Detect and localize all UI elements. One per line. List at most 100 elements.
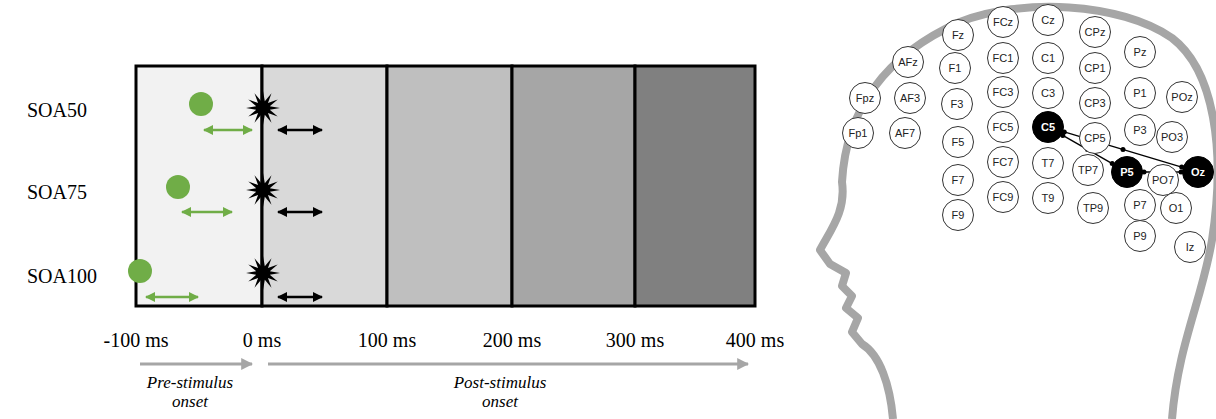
electrode-circle: TP7 (1072, 154, 1104, 186)
electrode-label: CP1 (1084, 62, 1105, 74)
electrode-circle: P5 (1111, 156, 1143, 188)
electrode-circle: Oz (1182, 156, 1214, 188)
band-100-200 (387, 66, 512, 306)
phase-label: Pre-stimulus onset (135, 374, 245, 411)
electrode-circle: FC9 (987, 181, 1019, 213)
axis-tick-label: 0 ms (243, 329, 281, 351)
electrode-label: AF3 (900, 92, 920, 104)
electrode-label: Oz (1191, 166, 1205, 178)
electrode-circle: C3 (1032, 77, 1064, 109)
cue-circle (166, 175, 190, 199)
target-arrow (278, 129, 322, 132)
electrode-circle: Fpz (849, 82, 881, 114)
electrode-circle: F1 (939, 52, 971, 84)
band-0-100 (262, 66, 387, 306)
electrode-label: F9 (952, 209, 965, 221)
electrode-label: CP5 (1084, 132, 1105, 144)
electrode-label: F3 (951, 98, 964, 110)
electrode-label: FC3 (993, 86, 1014, 98)
stimulus-starburst (246, 256, 280, 290)
electrode-circle: FCz (987, 6, 1019, 38)
phase-label: Post-stimulus onset (435, 374, 565, 411)
electrode-circle: Fz (942, 19, 974, 51)
connection-dot (1121, 147, 1126, 152)
electrode-circle: F7 (942, 164, 974, 196)
electrode-label: P9 (1133, 230, 1146, 242)
axis-tick-label: 300 ms (606, 329, 664, 351)
stimulus-starburst (246, 173, 280, 207)
electrode-label: T9 (1042, 192, 1055, 204)
electrode-circle: O1 (1160, 192, 1192, 224)
electrode-circle: Fp1 (842, 117, 874, 149)
electrode-circle: FC3 (987, 76, 1019, 108)
electrode-circle: CP5 (1079, 122, 1111, 154)
electrode-label: Fpz (856, 92, 874, 104)
condition-label: SOA50 (27, 99, 87, 121)
electrode-circle: T7 (1032, 147, 1064, 179)
electrode-circle: PO3 (1156, 121, 1188, 153)
electrode-circle: CPz (1079, 16, 1111, 48)
electrode-label: C1 (1041, 52, 1055, 64)
electrode-circle: Pz (1124, 36, 1156, 68)
electrode-circle: F5 (942, 126, 974, 158)
electrode-circle: P1 (1124, 77, 1156, 109)
electrode-label: FCz (993, 16, 1013, 28)
cue-arrow (182, 211, 232, 214)
electrode-label: PO3 (1161, 131, 1183, 143)
electrode-label: TP7 (1078, 164, 1098, 176)
electrode-circle: C1 (1032, 42, 1064, 74)
electrode-label: AFz (898, 56, 918, 68)
target-arrow (278, 211, 322, 214)
band-pre (136, 66, 262, 306)
cue-arrow (204, 129, 252, 132)
electrode-circle: AF7 (889, 117, 921, 149)
electrode-circle: F3 (941, 88, 973, 120)
electrode-label: CPz (1085, 26, 1106, 38)
electrode-circle: CP1 (1079, 52, 1111, 84)
electrode-circle: T9 (1032, 182, 1064, 214)
electrode-label: O1 (1169, 202, 1184, 214)
electrode-label: AF7 (895, 127, 915, 139)
condition-label: SOA75 (27, 181, 87, 203)
electrode-circle: P7 (1124, 189, 1156, 221)
band-300-400 (635, 66, 755, 306)
axis-tick-label: 200 ms (483, 329, 541, 351)
electrode-label: FC1 (993, 52, 1014, 64)
electrode-circle: F9 (942, 199, 974, 231)
pre-arrow (140, 363, 252, 366)
electrode-circle: POz (1166, 81, 1198, 113)
electrode-circle: CP3 (1079, 87, 1111, 119)
electrode-circle: FC5 (987, 111, 1019, 143)
electrode-label: POz (1171, 91, 1192, 103)
electrode-label: P1 (1133, 87, 1146, 99)
electrode-label: C5 (1041, 121, 1055, 133)
cue-circle (189, 92, 213, 116)
electrode-circle: AF3 (894, 82, 926, 114)
electrode-label: F5 (952, 136, 965, 148)
band-200-300 (512, 66, 635, 306)
electrode-circle: FC7 (987, 146, 1019, 178)
target-arrow (278, 296, 322, 299)
electrode-label: P7 (1133, 199, 1146, 211)
electrode-label: T7 (1042, 157, 1055, 169)
electrode-circle: C5 (1032, 111, 1064, 143)
condition-label: SOA100 (27, 265, 97, 287)
electrode-label: Fp1 (849, 127, 868, 139)
cue-arrow (146, 296, 198, 299)
electrode-circle: P3 (1124, 114, 1156, 146)
electrode-label: Fz (952, 29, 964, 41)
electrode-label: FC7 (993, 156, 1014, 168)
electrode-label: C3 (1041, 87, 1055, 99)
electrode-circle: P9 (1124, 220, 1156, 252)
axis-tick-label: -100 ms (104, 329, 169, 351)
electrode-circle: AFz (892, 46, 924, 78)
electrode-circle: Iz (1174, 231, 1206, 263)
electrode-label: FC5 (993, 121, 1014, 133)
axis-tick-label: 100 ms (358, 329, 416, 351)
electrode-label: Pz (1134, 46, 1147, 58)
electrode-label: P3 (1133, 124, 1146, 136)
electrode-label: P5 (1120, 166, 1133, 178)
electrode-label: Iz (1186, 241, 1195, 253)
cue-circle (128, 259, 152, 283)
electrode-label: FC9 (993, 191, 1014, 203)
